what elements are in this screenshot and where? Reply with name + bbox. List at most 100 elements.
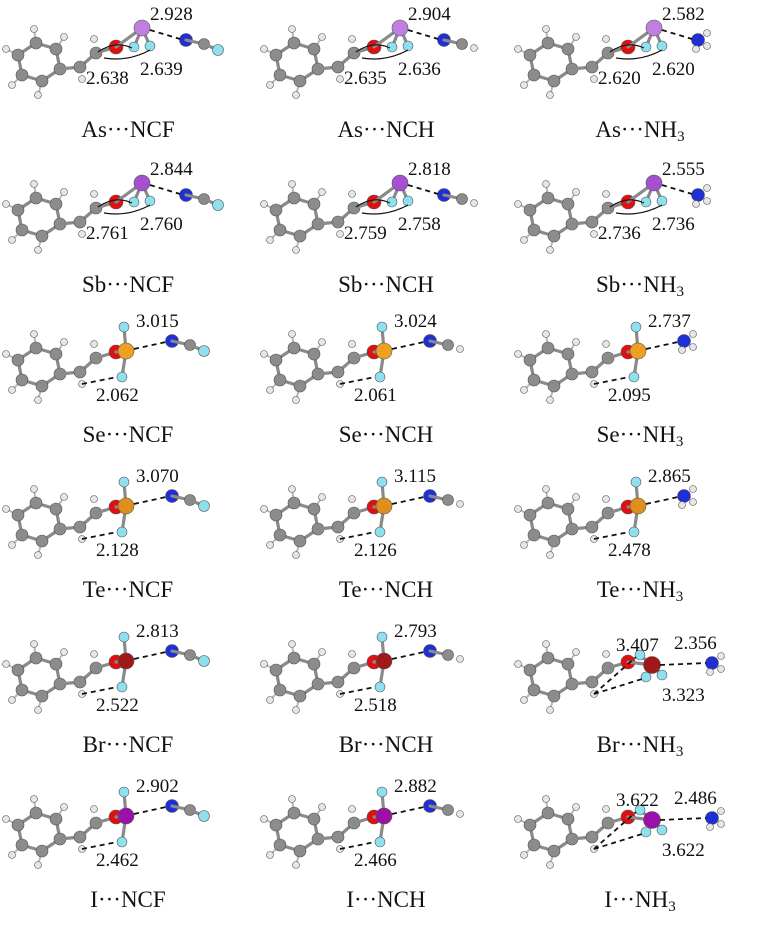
caption-donor: NCH: [384, 577, 434, 602]
carbon-atom: [49, 812, 63, 826]
caption-prefix: Te···: [82, 577, 129, 602]
caption-subscript: 3: [677, 129, 685, 145]
distance-label-primary: 2.928: [150, 4, 193, 25]
hydrogen-atom: [266, 81, 274, 89]
distance-label-tertiary: 2.760: [140, 214, 183, 235]
hydrogen-atom: [520, 541, 528, 549]
carbon-atom: [287, 191, 301, 205]
carbon-atom: [331, 365, 345, 379]
distance-label-primary: 2.882: [394, 776, 437, 797]
carbon-atom: [456, 193, 468, 205]
carbon-atom: [73, 60, 87, 74]
hydrogen-atom: [542, 25, 550, 33]
fluorine-atom: [116, 836, 128, 848]
central-atom-as: [645, 19, 663, 37]
hydrogen-atom: [34, 396, 42, 404]
hydrogen-atom: [602, 495, 610, 503]
hydrogen-bond-contact: [339, 686, 376, 695]
carbon-atom: [331, 675, 345, 689]
hydrogen-atom: [590, 230, 598, 238]
hydrogen-atom: [348, 35, 356, 43]
panel-caption: Br···NCF: [0, 732, 256, 758]
hydrogen-atom: [260, 45, 268, 53]
contact-arrow: [609, 199, 645, 208]
caption-prefix: Br···: [82, 732, 129, 757]
carbon-atom: [527, 223, 541, 237]
caption-donor: NH: [642, 422, 676, 447]
hydrogen-atom: [514, 350, 522, 358]
hydrogen-atom: [90, 340, 98, 348]
distance-label-tertiary: 3.622: [662, 840, 705, 861]
distance-label-secondary: 2.095: [608, 385, 651, 406]
fluorine-atom: [630, 476, 642, 488]
carbon-atom: [269, 508, 283, 522]
hydrogen-atom: [703, 29, 711, 37]
hydrogen-atom: [2, 45, 10, 53]
carbon-atom: [29, 651, 43, 665]
hydrogen-atom: [292, 551, 300, 559]
carbon-atom: [331, 60, 345, 74]
carbon-atom: [541, 651, 555, 665]
fluorine-atom: [198, 655, 210, 667]
carbon-atom: [307, 812, 321, 826]
carbon-atom: [35, 689, 49, 703]
contact-arrow: [97, 199, 133, 208]
pnicogen-bond-contact: [407, 29, 439, 40]
fluorine-atom: [656, 669, 668, 681]
caption-prefix: Br···: [338, 732, 385, 757]
hydrogen-atom: [348, 495, 356, 503]
hydrogen-atom: [318, 648, 326, 656]
carbon-atom: [547, 844, 561, 858]
caption-donor: NCH: [384, 422, 434, 447]
hydrogen-atom: [8, 696, 16, 704]
hydrogen-atom: [689, 330, 697, 338]
distance-label-primary: 2.737: [648, 311, 691, 332]
carbon-atom: [11, 48, 25, 62]
hydrogen-atom: [2, 505, 10, 513]
chalcogen-halogen-bond-contact: [133, 806, 167, 815]
panel-caption: I···NCF: [0, 887, 256, 913]
fluorine-atom: [116, 371, 128, 383]
hydrogen-atom: [34, 246, 42, 254]
panel-caption: Te···NH3: [512, 577, 768, 606]
distance-label-secondary: 2.061: [354, 385, 397, 406]
distance-label-primary: 2.793: [394, 621, 437, 642]
distance-label-secondary: 2.466: [354, 850, 397, 871]
fluorine-atom: [634, 804, 646, 816]
carbon-atom: [541, 496, 555, 510]
hydrogen-atom: [520, 236, 528, 244]
hydrogen-atom: [2, 200, 10, 208]
carbon-atom: [15, 838, 29, 852]
carbon-atom: [561, 197, 575, 211]
carbon-atom: [307, 42, 321, 56]
hydrogen-atom: [266, 851, 274, 859]
fluorine-atom: [118, 631, 130, 643]
caption-prefix: Sb···: [81, 272, 130, 297]
distance-label-primary: 2.582: [662, 4, 705, 25]
hydrogen-atom: [30, 180, 38, 188]
carbon-atom: [547, 229, 561, 243]
caption-prefix: Br···: [596, 732, 643, 757]
caption-prefix: I···: [604, 887, 635, 912]
hydrogen-atom: [514, 815, 522, 823]
caption-prefix: Sb···: [338, 272, 386, 297]
carbon-atom: [35, 844, 49, 858]
carbon-atom: [527, 838, 541, 852]
carbon-atom: [29, 496, 43, 510]
caption-donor: NCF: [120, 887, 166, 912]
hydrogen-atom: [514, 45, 522, 53]
carbon-atom: [273, 223, 287, 237]
hydrogen-atom: [572, 493, 580, 501]
carbon-atom: [442, 494, 454, 506]
carbon-atom: [561, 42, 575, 56]
caption-subscript: 3: [676, 284, 685, 300]
carbon-atom: [523, 353, 537, 367]
hydrogen-atom: [90, 190, 98, 198]
hydrogen-atom: [266, 386, 274, 394]
hydrogen-atom: [692, 45, 700, 53]
